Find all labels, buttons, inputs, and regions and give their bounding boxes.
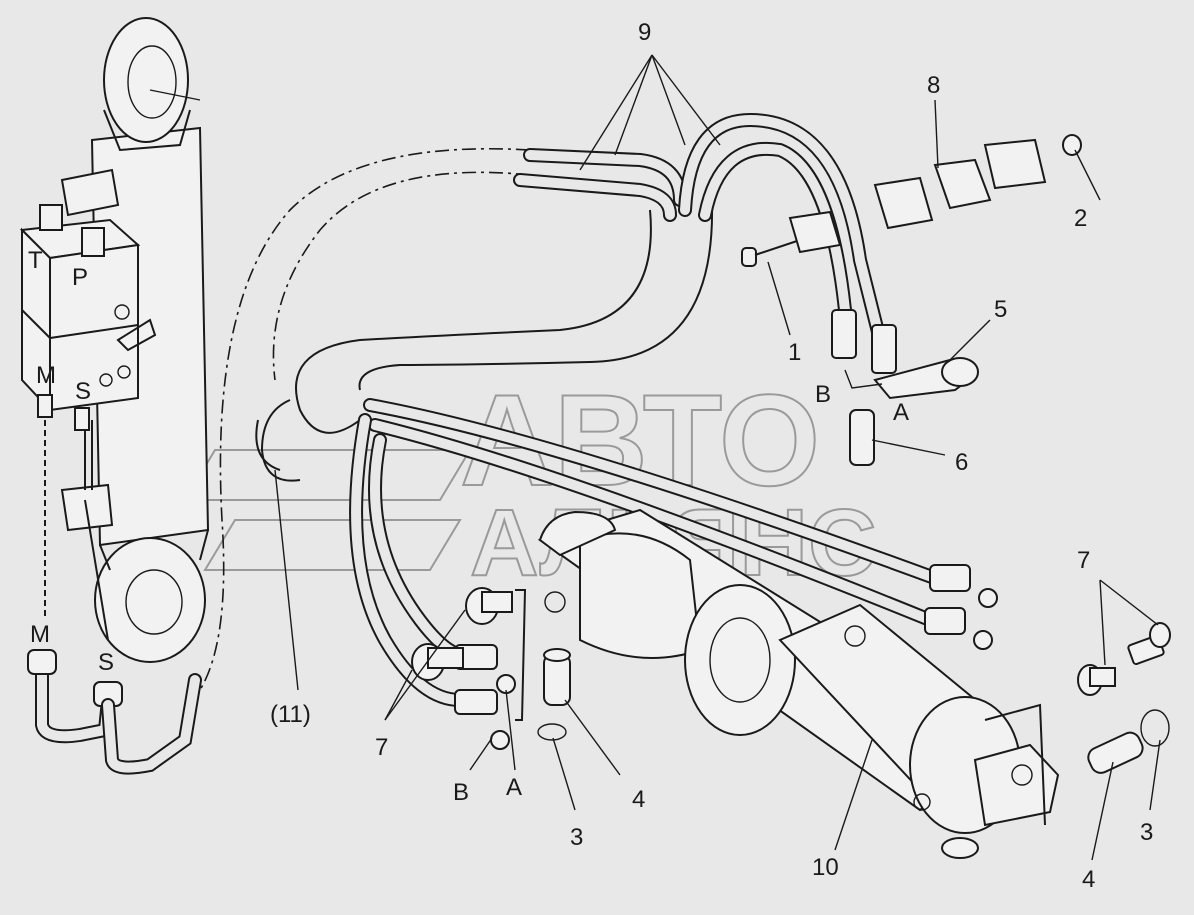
- callout-11: (11): [270, 701, 311, 728]
- port-label-b-upper: B: [815, 381, 831, 408]
- ram-cylinder: [537, 508, 1060, 859]
- port-labels: T P M S M S B A B A: [28, 247, 909, 806]
- port-label-t: T: [28, 247, 43, 274]
- port-label-b-lower: B: [453, 779, 469, 806]
- routing-line: [199, 147, 531, 691]
- hose-bundle: [513, 112, 897, 374]
- pin-right: [1087, 709, 1170, 774]
- port-label-p: P: [72, 264, 88, 291]
- gauge-hose: [27, 420, 202, 775]
- sensor: [849, 357, 979, 466]
- callout-4-left: 4: [632, 786, 645, 813]
- port-label-m-small: M: [36, 362, 56, 389]
- callout-9: 9: [638, 19, 651, 46]
- bolt-clamp: [741, 210, 842, 267]
- callout-3-left: 3: [570, 824, 583, 851]
- port-label-a-upper: A: [893, 399, 909, 426]
- pin-left: [537, 648, 571, 741]
- port-label-a-lower: A: [506, 774, 522, 801]
- callout-8: 8: [927, 72, 940, 99]
- callout-3-right: 3: [1140, 819, 1153, 846]
- callout-7-left: 7: [375, 734, 388, 761]
- hose-loop: [255, 204, 714, 482]
- callout-7-right: 7: [1077, 547, 1090, 574]
- callout-5: 5: [994, 296, 1007, 323]
- routing-line-inner: [272, 171, 531, 381]
- callouts: 9 8 2 1 5 6 7 7 (11) 3 4 10 4 3: [270, 19, 1153, 893]
- port-label-s-small: S: [75, 378, 91, 405]
- callout-10: 10: [812, 854, 839, 881]
- elbow-fittings-right: [1077, 622, 1171, 696]
- leader-lines: [149, 54, 1161, 861]
- callout-2: 2: [1074, 205, 1087, 232]
- callout-4-right: 4: [1082, 866, 1095, 893]
- watermark-logo: [183, 449, 472, 571]
- clamp-set: [873, 134, 1082, 230]
- callout-6: 6: [955, 449, 968, 476]
- control-valve-block: [19, 204, 157, 431]
- port-label-m: M: [30, 621, 50, 648]
- callout-1: 1: [788, 339, 801, 366]
- port-label-s: S: [98, 649, 114, 676]
